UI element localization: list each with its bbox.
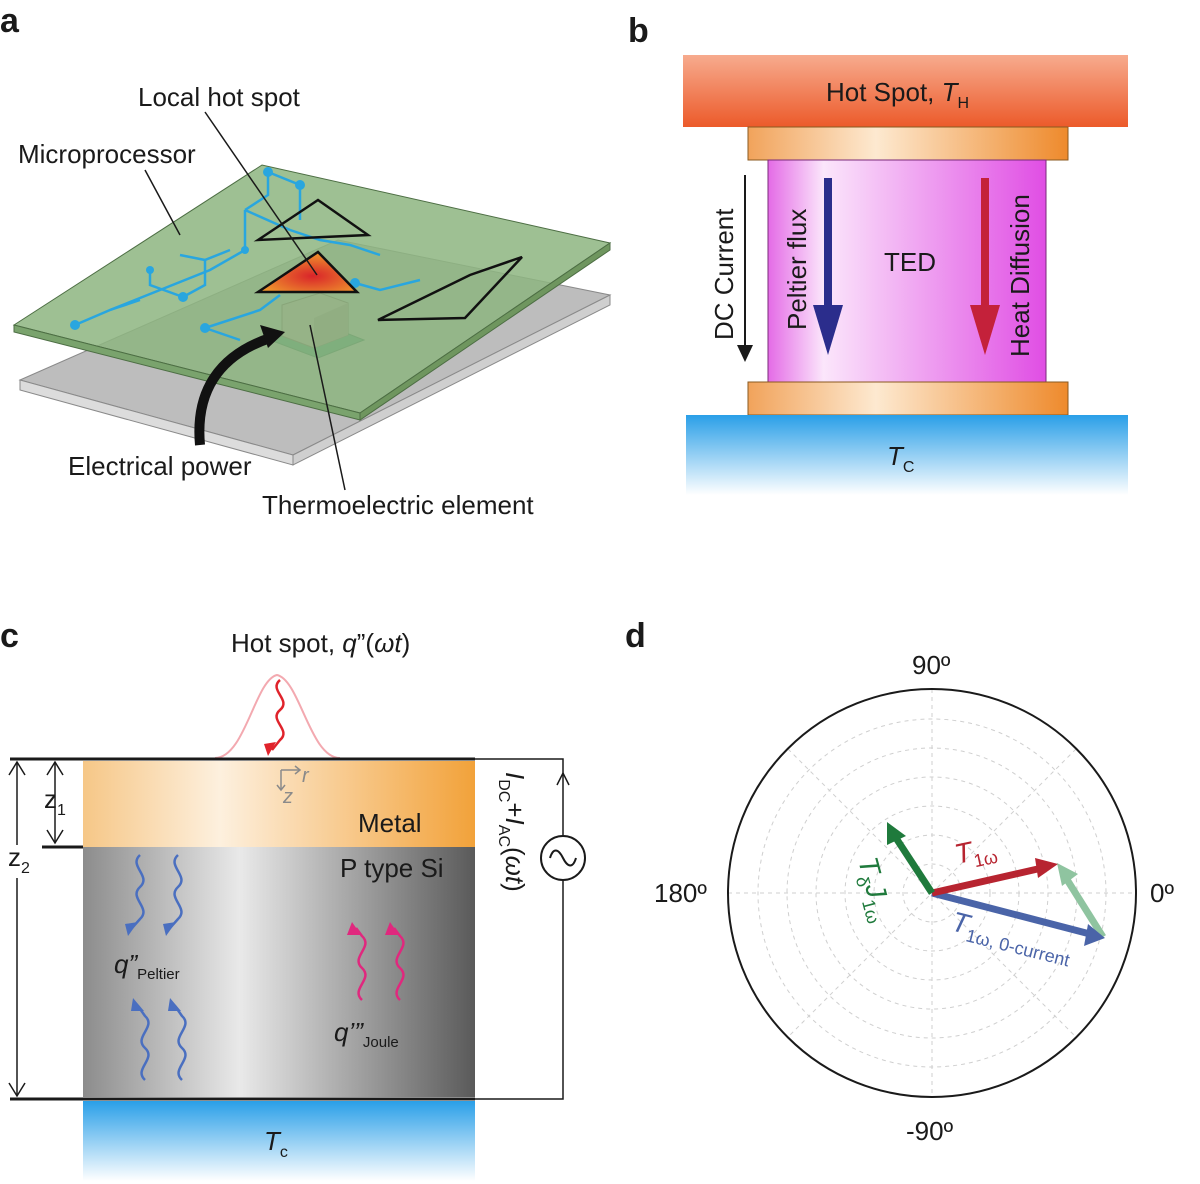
panel-a: a <box>0 2 612 520</box>
label-local-hot-spot: Local hot spot <box>138 82 301 112</box>
joule-arrowheads <box>347 922 399 935</box>
q-peltier-label: q”Peltier <box>114 949 180 983</box>
angle-m90-label: -90º <box>906 1116 954 1146</box>
vector-t1w-zero-current <box>931 889 1091 938</box>
heat-diffusion-label: Heat Diffusion <box>1005 194 1035 357</box>
z-axis-label: z <box>282 786 293 808</box>
leader-thermoelectric <box>309 324 346 491</box>
electrical-power-arrow <box>194 333 272 446</box>
joule-waves <box>355 927 405 1001</box>
angle-180-label: 180º <box>654 878 707 908</box>
hot-spot-bar <box>683 55 1128 127</box>
label-t1w: T1ω <box>952 831 1000 875</box>
cold-side-label: TC <box>887 441 914 476</box>
label-thermoelectric-element: Thermoelectric element <box>262 490 534 520</box>
peltier-arrowheads <box>125 922 181 1011</box>
metal-label: Metal <box>358 808 422 838</box>
local-hot-spot-triangle <box>253 250 360 294</box>
cold-side-bar <box>686 415 1128 495</box>
vector-light-green <box>1063 876 1106 939</box>
hot-spot-flux-label: Hot spot, q”(ωt) <box>231 628 410 658</box>
vector-tdelta-j <box>893 836 935 895</box>
panel-b-letter: b <box>628 12 649 50</box>
panel-b: b Hot Spot, TH TC DC Current Peltier flu… <box>628 12 1128 495</box>
panel-d: d 90º 180º 0º -90º T1ω T1ω, 0-current Tδ… <box>625 617 1174 1146</box>
label-electrical-power: Electrical power <box>68 451 252 481</box>
panel-d-letter: d <box>625 617 646 655</box>
z2-label: z2 <box>8 842 30 877</box>
leader-microprocessor <box>144 169 181 236</box>
peltier-waves <box>131 854 187 1081</box>
z1-label: z1 <box>44 784 66 819</box>
z1-dimension <box>46 760 64 845</box>
cold-sink-label: Tc <box>264 1126 288 1161</box>
leader-hot-spot <box>204 111 318 276</box>
z2-dimension <box>8 760 26 1098</box>
p-type-si-label: P type Si <box>340 853 444 883</box>
rz-axes <box>276 765 302 792</box>
panel-a-letter: a <box>0 2 20 40</box>
angle-90-label: 90º <box>912 650 951 680</box>
q-joule-label: q’”Joule <box>334 1017 399 1051</box>
hot-spot-wave <box>271 679 285 751</box>
peltier-flux-label: Peltier flux <box>782 209 812 330</box>
current-source-label: IDC+IAC(ωt) <box>495 772 530 892</box>
trace-pads <box>70 167 360 333</box>
angle-0-label: 0º <box>1150 878 1174 908</box>
label-microprocessor: Microprocessor <box>18 139 196 169</box>
gaussian-profile <box>214 673 341 759</box>
metal-layer <box>83 761 475 847</box>
hot-spot-label: Hot Spot, TH <box>826 77 969 112</box>
circuit-wire <box>475 758 564 1100</box>
polar-outer-circle <box>727 688 1137 1098</box>
ted-block <box>767 159 1047 383</box>
trapezoid-region <box>377 255 523 322</box>
dc-current-label: DC Current <box>709 208 739 340</box>
bottom-plate <box>747 381 1069 416</box>
cold-sink <box>83 1101 475 1181</box>
panel-c-letter: c <box>0 617 19 655</box>
vector-t1w <box>931 864 1043 897</box>
panel-c: c Hot spot, q”(ωt) z1 z2 r z Met <box>0 617 586 1181</box>
small-triangle-region <box>253 198 372 242</box>
ted-label: TED <box>884 247 936 277</box>
top-plate <box>747 126 1069 161</box>
label-tdelta-j: TδJ1ω <box>847 854 899 926</box>
r-axis-label: r <box>302 765 310 787</box>
